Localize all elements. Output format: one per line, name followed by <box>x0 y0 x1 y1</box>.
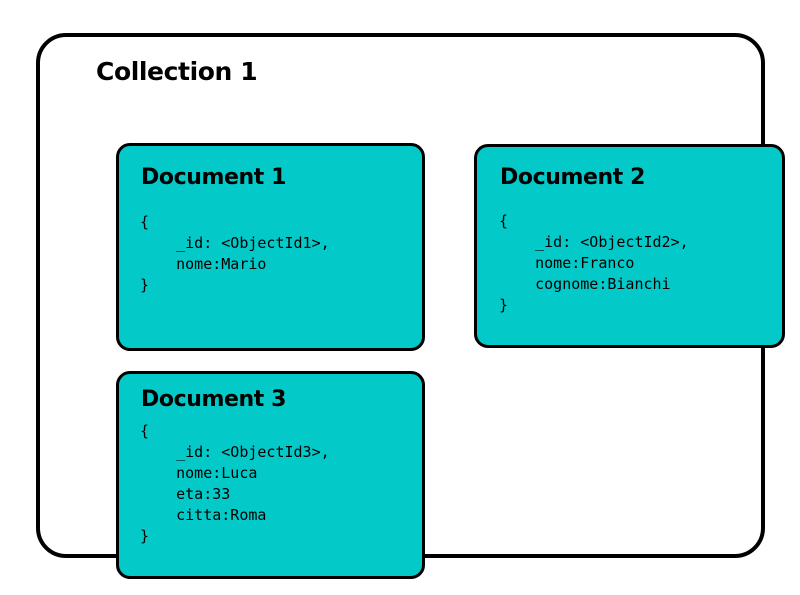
document-body: { _id: <ObjectId1>, nome:Mario } <box>140 213 330 294</box>
document-body: { _id: <ObjectId3>, nome:Luca eta:33 cit… <box>140 422 330 545</box>
document-title: Document 2 <box>500 165 646 190</box>
document-title: Document 3 <box>141 387 287 412</box>
collection-container: Collection 1 Document 1 { _id: <ObjectId… <box>36 33 785 579</box>
document-card[interactable]: Document 2 { _id: <ObjectId2>, nome:Fran… <box>474 144 785 348</box>
document-card[interactable]: Document 1 { _id: <ObjectId1>, nome:Mari… <box>116 143 425 351</box>
collection-title: Collection 1 <box>96 57 258 86</box>
document-title: Document 1 <box>141 165 287 190</box>
document-body: { _id: <ObjectId2>, nome:Franco cognome:… <box>499 212 689 314</box>
document-card[interactable]: Document 3 { _id: <ObjectId3>, nome:Luca… <box>116 371 425 579</box>
